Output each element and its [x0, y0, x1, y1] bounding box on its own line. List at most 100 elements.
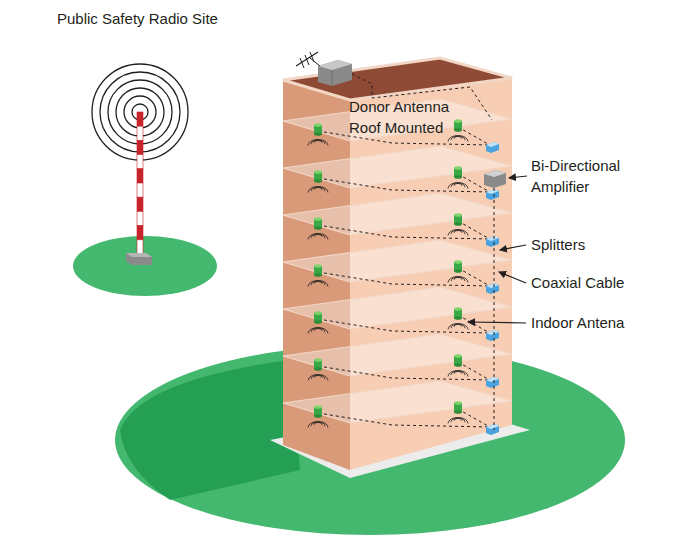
indoor-antenna-top: [454, 213, 462, 217]
signal-arc: [454, 136, 462, 138]
signal-arc: [314, 328, 322, 330]
coaxial-cable: [318, 366, 490, 380]
amplifier-label: Bi-Directional Amplifier: [531, 155, 651, 197]
splitter-top: [486, 424, 499, 429]
floor: [283, 146, 512, 200]
coaxial-cable: [458, 268, 488, 285]
splitter: [486, 377, 499, 388]
indoor-antenna-base: [314, 367, 322, 371]
indoor-antenna-base: [314, 179, 322, 183]
indoor-antenna-top: [314, 311, 322, 315]
indoor-antenna-top: [454, 119, 462, 123]
signal-arc: [314, 187, 322, 189]
indoor-antenna-base: [314, 132, 322, 136]
indoor-antenna-base: [454, 222, 462, 226]
coaxial-cable: [458, 315, 488, 332]
floor-plate: [283, 334, 512, 376]
signal-arc: [308, 140, 328, 146]
bi-directional-amplifier: [484, 170, 506, 188]
indoor-antenna-base: [454, 410, 462, 414]
coaxial-cable: [318, 272, 490, 286]
signal-arc: [314, 140, 322, 142]
mast-segment: [137, 155, 143, 169]
indoor-antenna-base: [454, 128, 462, 132]
signal-arc: [448, 418, 468, 424]
signal-arc: [314, 375, 322, 377]
signal-arc: [448, 277, 468, 283]
indoor-antenna-top: [454, 166, 462, 170]
donor-antenna: [296, 52, 352, 86]
indoor-antenna-base: [314, 320, 322, 324]
signal-arc: [314, 422, 322, 424]
floor: [283, 240, 512, 294]
radio-waves: [92, 64, 188, 160]
splitter-top: [486, 142, 499, 147]
signal-arc: [448, 136, 468, 142]
splitter-top: [486, 330, 499, 335]
splitter-top: [486, 236, 499, 241]
indoor-antenna-top: [314, 170, 322, 174]
floor-plate: [283, 381, 512, 423]
coaxial-cable: [458, 409, 488, 426]
floor-plate: [283, 240, 512, 282]
splitter: [486, 189, 499, 200]
cable-label: Coaxial Cable: [531, 272, 661, 293]
building-roof: [283, 58, 512, 100]
splitter-top: [486, 377, 499, 382]
floor-plate: [283, 193, 512, 235]
mast-segment: [137, 126, 143, 140]
indoor-antenna-base: [454, 175, 462, 179]
signal-arc: [308, 234, 328, 240]
coaxial-cable: [318, 413, 490, 427]
splitter: [486, 424, 499, 435]
coaxial-riser: [494, 188, 495, 430]
signal-arc: [314, 281, 322, 283]
floor-plate: [283, 146, 512, 188]
coaxial-cable: [458, 127, 488, 144]
indoor-antenna-top: [314, 358, 322, 362]
indoor-antenna-top: [314, 123, 322, 127]
indoor-antenna-top: [314, 217, 322, 221]
floors: [283, 99, 512, 435]
floor: [283, 287, 512, 341]
signal-arc: [454, 371, 462, 373]
indoor-antenna-top: [314, 405, 322, 409]
signal-arc: [454, 230, 462, 232]
signal-arc: [454, 418, 462, 420]
coaxial-cable: [458, 221, 488, 238]
indoor-antenna-base: [454, 316, 462, 320]
mast-segment: [137, 240, 143, 254]
splitter: [486, 236, 499, 247]
tower-shelter: [126, 253, 152, 265]
coaxial-cable: [318, 319, 490, 333]
indoor-antenna-base: [314, 226, 322, 230]
signal-arc: [454, 183, 462, 185]
signal-arc: [308, 375, 328, 381]
mast-segment: [137, 211, 143, 225]
indoor-antenna-top: [454, 307, 462, 311]
indoor-antenna-base: [314, 414, 322, 418]
indoor-antenna-top: [314, 264, 322, 268]
signal-arc: [308, 281, 328, 287]
signal-arc: [448, 324, 468, 330]
mast-segment: [137, 112, 143, 126]
leader-lines: [468, 176, 527, 323]
splitter: [486, 283, 499, 294]
indoor-antenna-top: [454, 260, 462, 264]
antenna-label: Indoor Antena: [531, 312, 661, 333]
mast-segment: [137, 197, 143, 211]
radio-tower: [137, 112, 143, 254]
floor: [283, 381, 512, 435]
splitter: [486, 142, 499, 153]
signal-arc: [448, 183, 468, 189]
site-label: Public Safety Radio Site: [57, 8, 287, 29]
splitter-top: [486, 189, 499, 194]
splitter-top: [486, 283, 499, 288]
mast-segment: [137, 183, 143, 197]
indoor-antenna-top: [454, 401, 462, 405]
signal-arc: [448, 230, 468, 236]
coaxial-cable: [458, 174, 488, 191]
floor: [283, 334, 512, 388]
antenna-label: Donor Antenna Roof Mounted: [349, 96, 461, 138]
